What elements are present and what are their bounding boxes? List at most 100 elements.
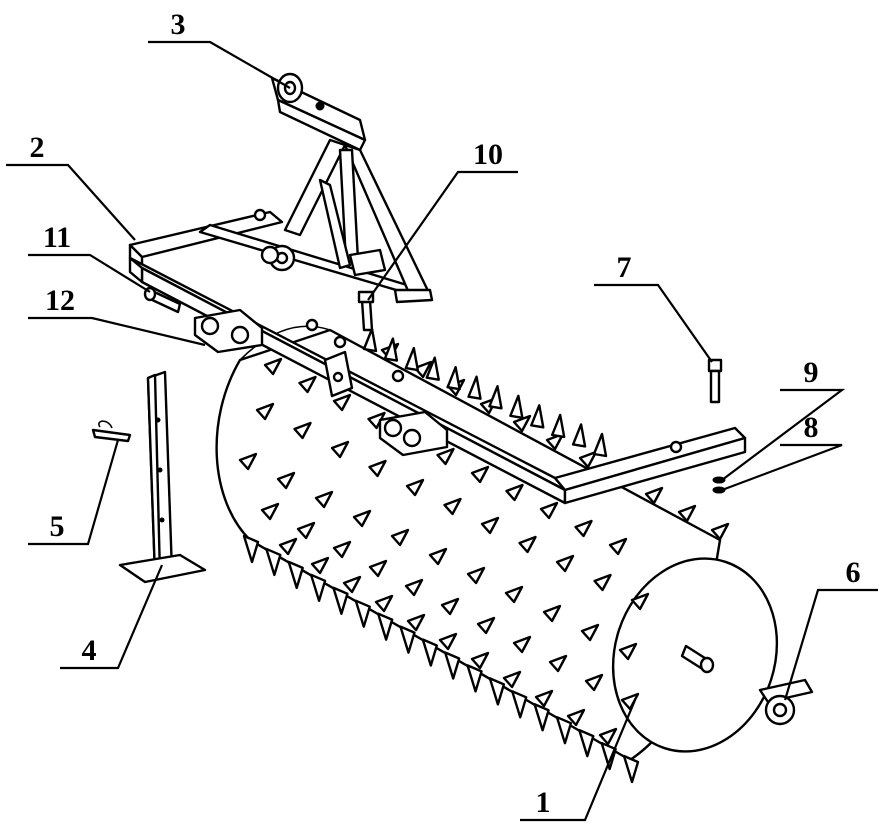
roller-spike bbox=[296, 521, 316, 540]
roller-spike bbox=[332, 540, 352, 559]
roller-spike bbox=[512, 635, 532, 654]
roller-spike bbox=[376, 612, 394, 641]
roller-spike bbox=[421, 638, 439, 667]
roller-spike bbox=[293, 421, 312, 440]
bolt bbox=[707, 358, 723, 404]
roller-spike bbox=[476, 616, 496, 635]
roller-spike bbox=[278, 537, 298, 556]
leader-2 bbox=[6, 163, 136, 241]
support-stand bbox=[118, 370, 207, 584]
roller-spike bbox=[555, 715, 573, 745]
part-label-7: 7 bbox=[617, 251, 632, 284]
roller-spikes bbox=[238, 327, 730, 784]
roller-spike bbox=[598, 727, 618, 746]
leader-8 bbox=[721, 443, 843, 492]
roller-spike bbox=[592, 432, 608, 458]
roller-spike bbox=[488, 677, 506, 706]
roller-spike bbox=[310, 556, 330, 575]
part-label-8: 8 bbox=[804, 411, 819, 444]
leader-4 bbox=[60, 564, 164, 670]
roller-spike bbox=[436, 447, 455, 466]
roller-spike bbox=[330, 440, 350, 459]
roller-spike bbox=[542, 604, 562, 623]
roller-spike bbox=[512, 414, 532, 433]
roller-spike bbox=[260, 502, 280, 521]
part-label-5: 5 bbox=[50, 510, 65, 543]
roller-spike bbox=[466, 566, 486, 585]
roller-spike bbox=[509, 394, 524, 420]
roller-spike bbox=[383, 337, 399, 362]
roller-spike bbox=[368, 459, 387, 478]
roller-spike bbox=[593, 573, 612, 592]
roller-spike bbox=[600, 741, 617, 771]
roller-spike bbox=[502, 670, 522, 689]
roller-spike bbox=[580, 623, 600, 642]
part-label-6: 6 bbox=[846, 556, 861, 589]
roller bbox=[215, 325, 779, 784]
roller-spike bbox=[511, 690, 528, 719]
roller-spike bbox=[265, 547, 282, 577]
roller-spike bbox=[446, 365, 461, 391]
part-label-2: 2 bbox=[30, 131, 45, 164]
roller-spike bbox=[438, 632, 458, 651]
roller-spike bbox=[571, 423, 587, 448]
roller-spike bbox=[618, 642, 638, 661]
part-label-11: 11 bbox=[43, 221, 71, 254]
bearing-seat bbox=[758, 678, 814, 726]
roller-spike bbox=[314, 490, 334, 509]
roller-spike bbox=[413, 360, 433, 379]
roller-spike bbox=[518, 535, 537, 554]
roller-spike bbox=[287, 560, 304, 590]
nut bbox=[712, 476, 726, 484]
part-label-3: 3 bbox=[171, 8, 186, 41]
roller-spike bbox=[242, 534, 260, 564]
roller-spike bbox=[578, 450, 598, 469]
roller-spike bbox=[574, 519, 593, 538]
roller-spike bbox=[545, 432, 565, 451]
lynch-pin bbox=[91, 420, 132, 443]
roller-spike bbox=[440, 597, 460, 616]
roller-spike bbox=[534, 689, 554, 708]
roller-spike bbox=[466, 664, 483, 693]
leader-6 bbox=[783, 588, 878, 701]
roller-spike bbox=[238, 452, 258, 471]
roller-spike bbox=[566, 708, 586, 727]
roller-spike bbox=[550, 413, 566, 439]
roller-spike bbox=[630, 592, 650, 611]
roller-spike bbox=[255, 402, 275, 421]
roller-spike bbox=[405, 478, 425, 497]
part-label-4: 4 bbox=[82, 634, 97, 667]
leader-9 bbox=[721, 388, 846, 481]
part-label-10: 10 bbox=[473, 138, 503, 171]
leader-1 bbox=[520, 699, 637, 822]
roller-spike bbox=[644, 486, 664, 505]
leader-5 bbox=[28, 439, 120, 546]
leader-12 bbox=[28, 316, 206, 347]
part-labels: 1 2 3 4 5 6 7 8 9 10 11 12 bbox=[30, 8, 861, 819]
lower-hitch-bracket bbox=[193, 308, 449, 457]
roller-spike bbox=[404, 346, 420, 372]
roller-spike bbox=[342, 575, 362, 594]
roller-shaft bbox=[680, 644, 715, 674]
roller-spike bbox=[404, 578, 424, 597]
roller-spike bbox=[622, 754, 640, 784]
part-label-1: 1 bbox=[536, 786, 551, 819]
roller-spike bbox=[504, 585, 524, 604]
leader-3 bbox=[148, 40, 291, 89]
roller-spike bbox=[530, 404, 545, 429]
roller-spike bbox=[470, 465, 490, 484]
roller-spike bbox=[539, 501, 559, 520]
roller-spike bbox=[406, 613, 426, 632]
leader-lines bbox=[6, 40, 878, 822]
roller-spike bbox=[488, 385, 503, 410]
roller-spike bbox=[584, 673, 604, 692]
roller-spike bbox=[710, 522, 730, 541]
roller-spike bbox=[354, 599, 371, 628]
roller-spike bbox=[298, 375, 317, 394]
roller-spike bbox=[428, 547, 448, 566]
leader-10 bbox=[367, 170, 518, 301]
roller-spike bbox=[352, 509, 372, 528]
roller-spike bbox=[548, 654, 568, 673]
roller-spike bbox=[505, 483, 524, 502]
